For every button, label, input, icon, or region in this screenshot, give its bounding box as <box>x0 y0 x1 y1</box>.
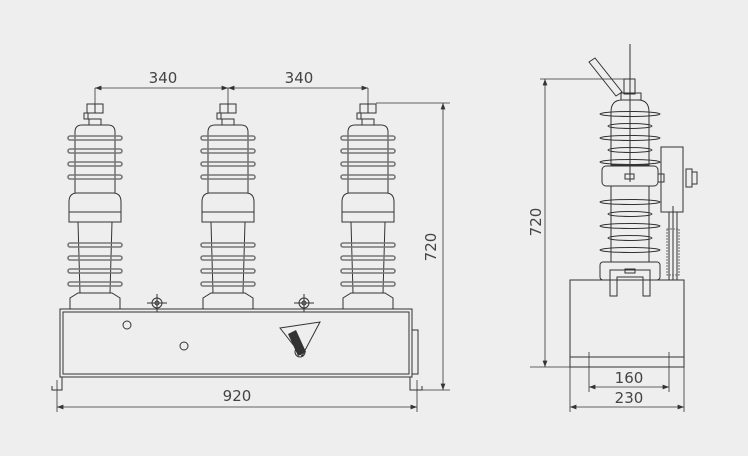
insulator-shed <box>200 135 256 141</box>
insulator-shed <box>340 242 396 248</box>
insulator-shed <box>607 211 653 217</box>
insulator-shed <box>67 135 123 141</box>
pole-base <box>69 292 121 309</box>
insulator-shed <box>599 159 661 165</box>
terminal-clamp <box>83 112 89 120</box>
dim-front-width: 920 <box>223 387 252 405</box>
dim-front-height: 720 <box>422 233 440 262</box>
pole-base <box>202 292 254 309</box>
dim-side-outer-width: 230 <box>615 389 644 407</box>
insulator-shed <box>599 199 661 205</box>
upper-insulator <box>207 124 249 193</box>
insulator-shed <box>67 255 123 261</box>
dim-pole-spacing-right: 340 <box>285 69 314 87</box>
insulator-shed <box>67 174 123 180</box>
upper-insulator <box>347 124 389 193</box>
insulator-shed <box>67 281 123 287</box>
operating-handle <box>122 320 189 351</box>
insulator-shed <box>607 235 653 241</box>
insulator-shed <box>599 223 661 229</box>
insulator-shed <box>67 148 123 154</box>
insulator-shed <box>200 255 256 261</box>
terminal-clamp <box>356 112 362 120</box>
dim-pole-spacing-left: 340 <box>149 69 178 87</box>
interrupter-cap <box>341 192 395 223</box>
interrupter-cap <box>201 192 255 223</box>
insulator-shed <box>67 161 123 167</box>
pole-3 <box>340 103 396 309</box>
front-view-poles <box>67 103 396 309</box>
side-view <box>569 44 698 368</box>
insulator-shed <box>340 161 396 167</box>
insulator-shed <box>340 255 396 261</box>
insulator-shed <box>67 242 123 248</box>
grounding-marks <box>147 294 314 312</box>
front-dimensions <box>56 85 450 412</box>
insulator-shed <box>340 174 396 180</box>
insulator-shed <box>599 135 661 141</box>
insulator-shed <box>340 135 396 141</box>
terminal-foot <box>221 118 235 126</box>
insulator-shed <box>200 281 256 287</box>
insulator-shed <box>200 148 256 154</box>
insulator-shed <box>200 174 256 180</box>
dim-side-inner-width: 160 <box>615 369 644 387</box>
side-dimensions <box>530 78 685 412</box>
insulator-shed <box>607 147 653 153</box>
lower-insulator <box>77 221 113 294</box>
pole-1 <box>67 103 123 309</box>
interrupter-cap <box>68 192 122 223</box>
insulator-shed <box>340 148 396 154</box>
position-indicator <box>279 321 321 358</box>
terminal-foot <box>361 118 375 126</box>
insulator-shed <box>200 268 256 274</box>
lower-insulator <box>350 221 386 294</box>
insulator-shed <box>340 281 396 287</box>
terminal-foot <box>88 118 102 126</box>
insulator-shed <box>607 123 653 129</box>
insulator-shed <box>599 111 661 117</box>
upper-insulator <box>74 124 116 193</box>
pole-base <box>342 292 394 309</box>
insulator-shed <box>67 268 123 274</box>
insulator-shed <box>200 161 256 167</box>
lower-insulator <box>210 221 246 294</box>
dim-side-height: 720 <box>527 208 545 237</box>
insulator-shed <box>599 247 661 253</box>
insulator-shed <box>340 268 396 274</box>
insulator-shed <box>200 242 256 248</box>
terminal-clamp <box>216 112 222 120</box>
pole-2 <box>200 103 256 309</box>
front-base-cabinet <box>51 308 423 391</box>
